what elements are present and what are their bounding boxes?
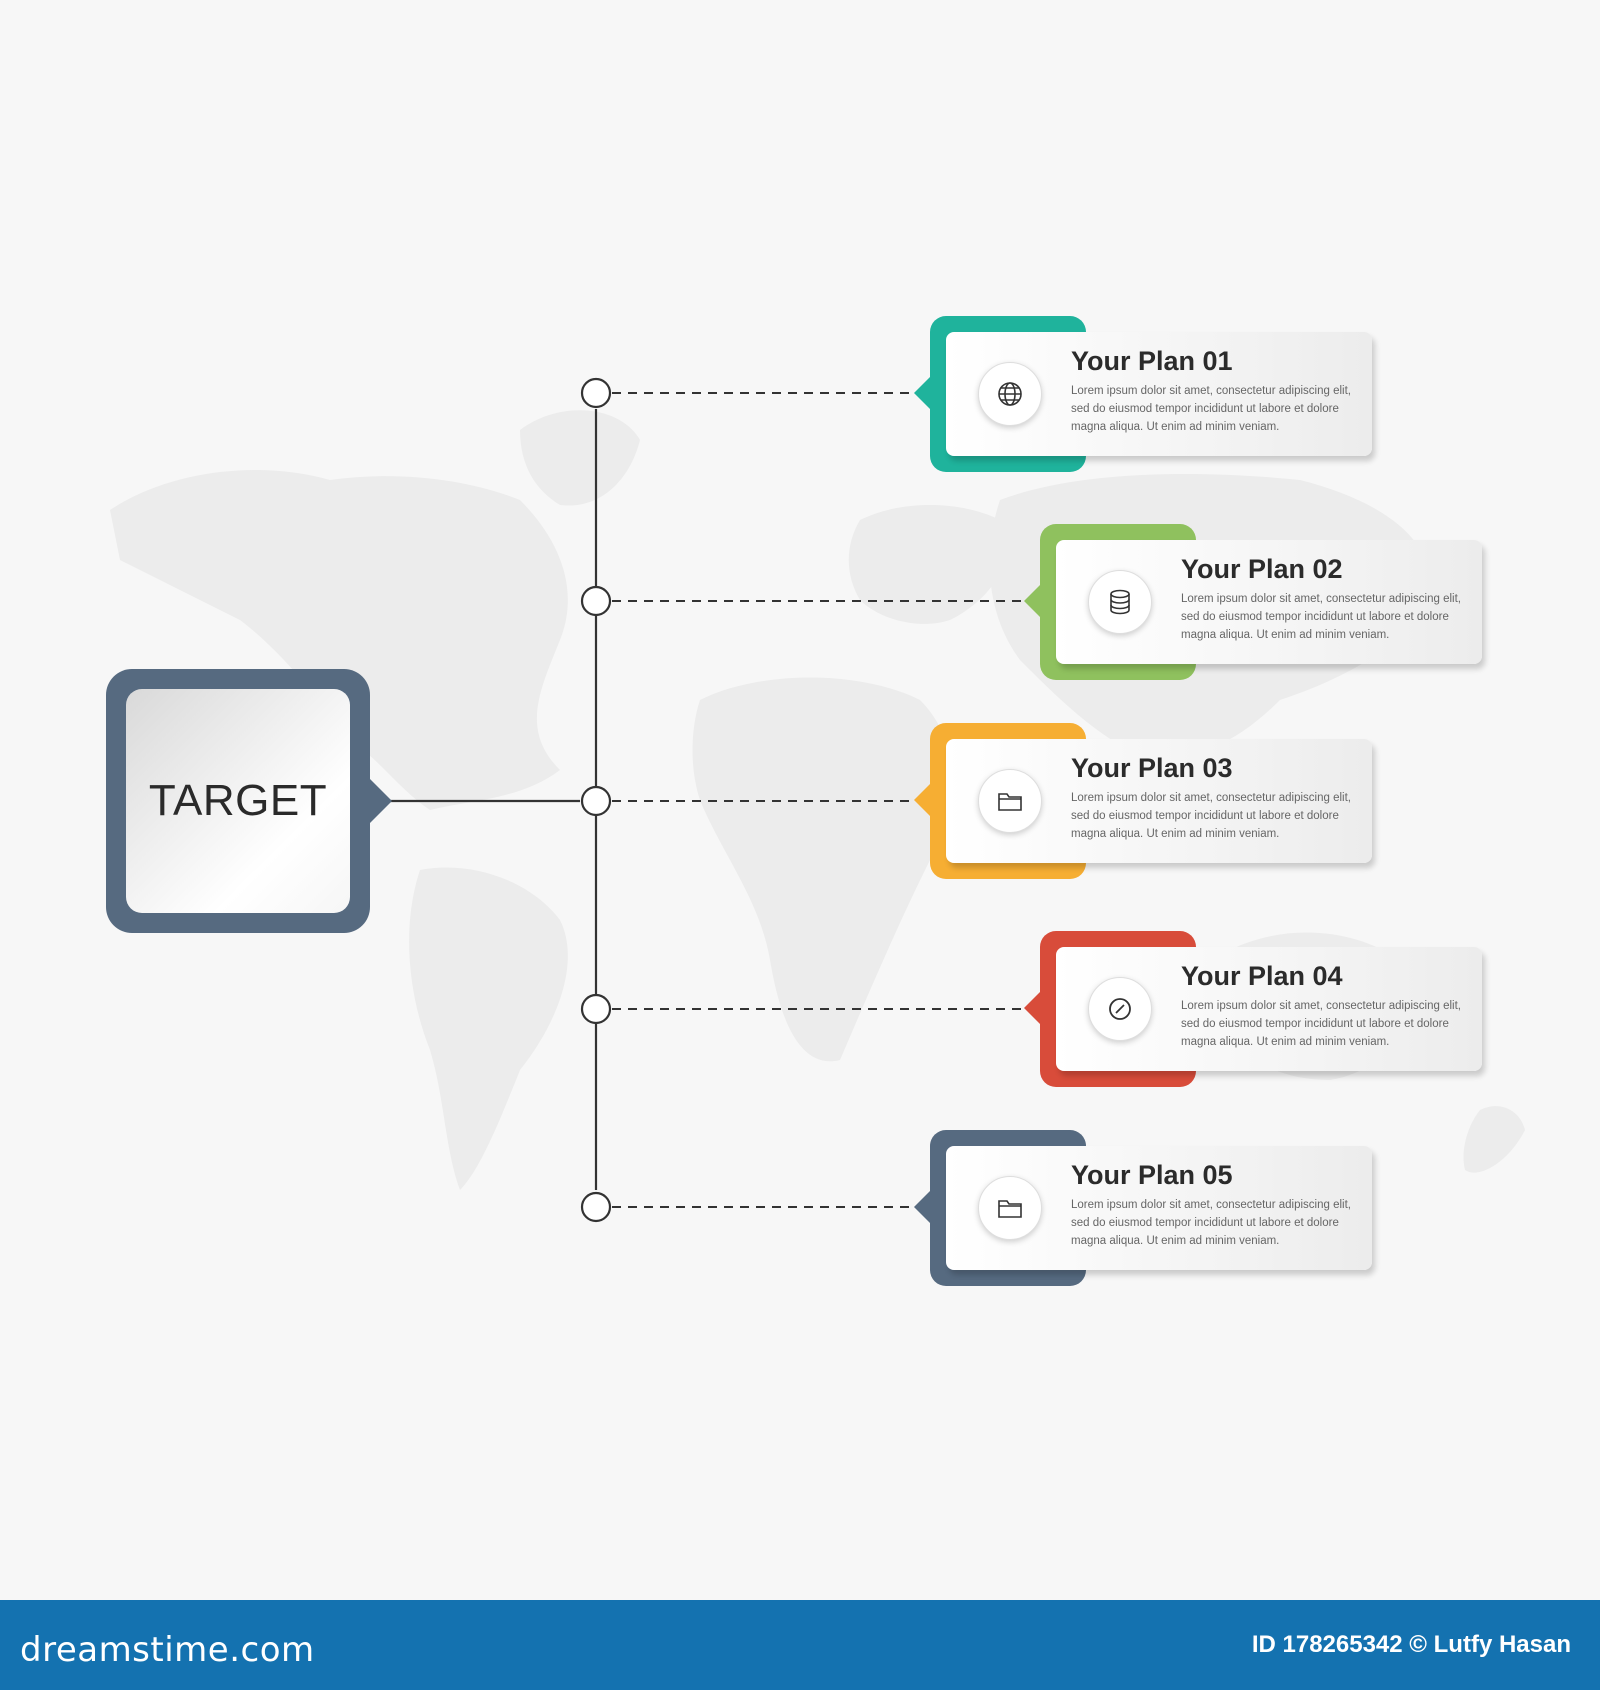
plan-card-04: Your Plan 04 Lorem ipsum dolor sit amet,…	[1024, 931, 1490, 1087]
plan-03-node	[580, 785, 612, 817]
plan-description: Lorem ipsum dolor sit amet, consectetur …	[1071, 385, 1351, 433]
plan-title: Your Plan 03	[1071, 753, 1233, 783]
plan-pointer	[1024, 585, 1040, 617]
compass-icon	[1088, 977, 1152, 1041]
plan-04-node	[580, 993, 612, 1025]
plan-02-node	[580, 585, 612, 617]
plan-description: Lorem ipsum dolor sit amet, consectetur …	[1071, 1199, 1351, 1247]
infographic-diagram: TARGET Your Plan 01 Lorem ipsum dolor si…	[106, 316, 1525, 1286]
globe-icon	[978, 362, 1042, 426]
plan-card-05: Your Plan 05 Lorem ipsum dolor sit amet,…	[914, 1130, 1380, 1286]
plan-title: Your Plan 05	[1071, 1160, 1233, 1190]
target-inner: TARGET	[126, 689, 350, 913]
folder-icon	[978, 769, 1042, 833]
plan-title: Your Plan 01	[1071, 346, 1233, 376]
plan-card-02: Your Plan 02 Lorem ipsum dolor sit amet,…	[1024, 524, 1490, 680]
plan-description: Lorem ipsum dolor sit amet, consectetur …	[1181, 1000, 1461, 1048]
plan-title: Your Plan 02	[1181, 554, 1343, 584]
target-pointer	[370, 779, 392, 823]
plan-content: Your Plan 01 Lorem ipsum dolor sit amet,…	[946, 332, 1372, 456]
plan-card-01: Your Plan 01 Lorem ipsum dolor sit amet,…	[914, 316, 1380, 472]
plan-pointer	[914, 1191, 930, 1223]
database-icon	[1088, 570, 1152, 634]
plan-title: Your Plan 04	[1181, 961, 1343, 991]
plan-description: Lorem ipsum dolor sit amet, consectetur …	[1071, 792, 1351, 840]
target-label: TARGET	[148, 776, 328, 825]
plan-content: Your Plan 03 Lorem ipsum dolor sit amet,…	[946, 739, 1372, 863]
plan-description: Lorem ipsum dolor sit amet, consectetur …	[1181, 593, 1461, 641]
plan-pointer	[914, 377, 930, 409]
dreamstime-logo: dreamstime.com	[20, 1630, 315, 1670]
plan-01-node	[580, 377, 612, 409]
plan-pointer	[1024, 992, 1040, 1024]
plan-05-node	[580, 1191, 612, 1223]
footer-bar: dreamstime.com ID 178265342 © Lutfy Hasa…	[0, 1600, 1600, 1690]
image-credit: ID 178265342 © Lutfy Hasan	[1251, 1631, 1571, 1658]
plan-content: Your Plan 04 Lorem ipsum dolor sit amet,…	[1056, 947, 1482, 1071]
plan-content: Your Plan 05 Lorem ipsum dolor sit amet,…	[946, 1146, 1372, 1270]
folder-icon	[978, 1176, 1042, 1240]
plan-pointer	[914, 784, 930, 816]
target-box: TARGET	[106, 669, 392, 933]
plan-card-03: Your Plan 03 Lorem ipsum dolor sit amet,…	[914, 723, 1380, 879]
plan-content: Your Plan 02 Lorem ipsum dolor sit amet,…	[1056, 540, 1482, 664]
